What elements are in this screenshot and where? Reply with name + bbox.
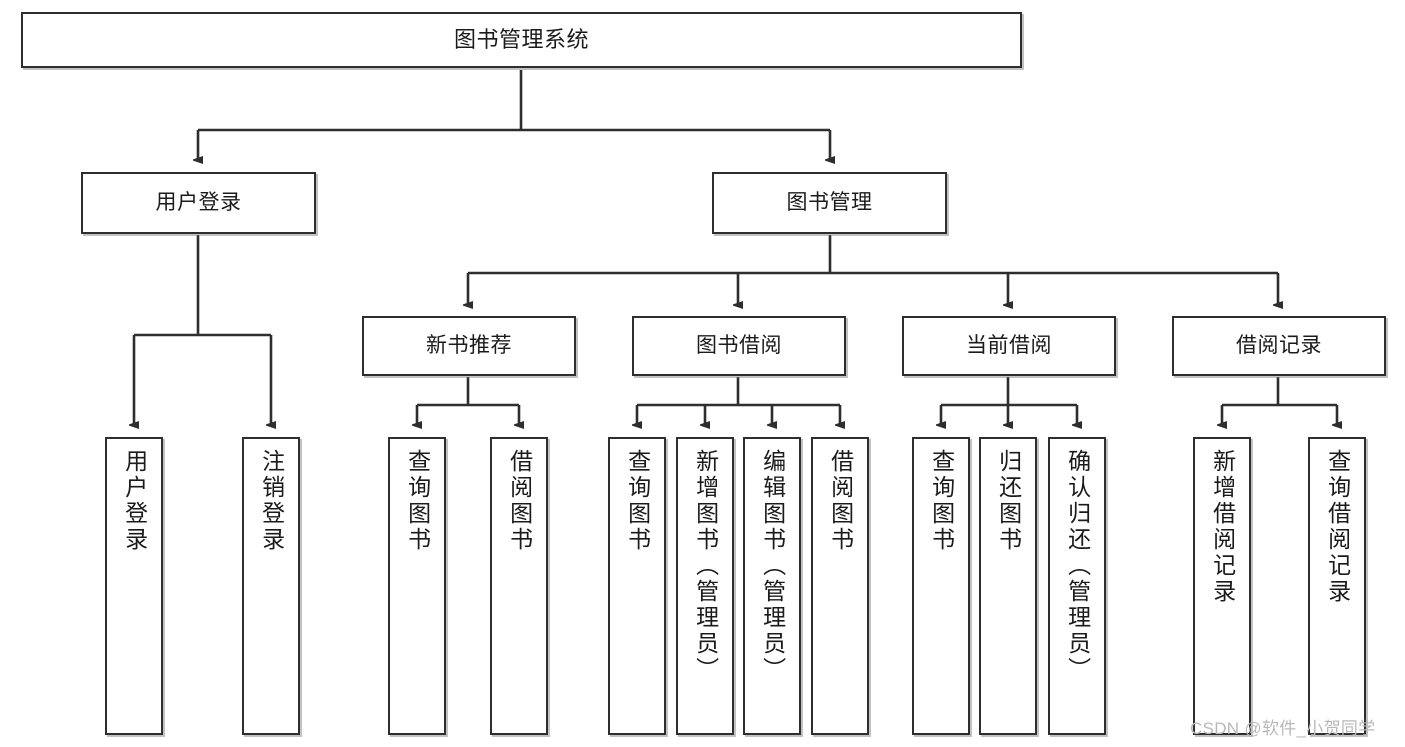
node-leaf-confirm-return[interactable]: 确认归还（管理员） [1048,437,1106,735]
edge-group-book-borrow [637,377,840,425]
node-label: 查询图书 [928,449,955,553]
node-label: 查询借阅记录 [1324,449,1351,605]
node-current-borrow[interactable]: 当前借阅 [902,316,1116,376]
node-leaf-user-login[interactable]: 用户登录 [105,437,163,735]
node-label: 查询图书 [624,449,651,553]
edge-group-book-management [468,235,1278,305]
node-leaf-query-record[interactable]: 查询借阅记录 [1308,437,1366,735]
node-label: 新增图书（管理员） [692,449,719,683]
node-leaf-borrow-book-2[interactable]: 借阅图书 [811,437,869,735]
node-leaf-query-book-1[interactable]: 查询图书 [388,437,446,735]
edge-group-new-book-recommend [417,377,519,425]
node-label: 确认归还（管理员） [1064,449,1091,683]
node-book-management[interactable]: 图书管理 [712,172,947,234]
node-label: 图书管理系统 [453,27,589,53]
edge-group-root [198,70,830,160]
node-label: 用户登录 [155,190,242,214]
node-book-borrow[interactable]: 图书借阅 [632,316,846,376]
node-borrow-record[interactable]: 借阅记录 [1172,316,1386,376]
node-label: 当前借阅 [966,333,1052,357]
node-label: 新书推荐 [426,333,512,357]
node-label: 归还图书 [995,449,1022,553]
node-leaf-add-record[interactable]: 新增借阅记录 [1193,437,1251,735]
node-label: 用户登录 [121,449,148,553]
node-label: 编辑图书（管理员） [759,449,786,683]
node-label: 借阅图书 [827,449,854,553]
edge-group-borrow-record [1222,377,1337,425]
node-leaf-query-book-2[interactable]: 查询图书 [608,437,666,735]
node-leaf-add-book[interactable]: 新增图书（管理员） [676,437,734,735]
csdn-watermark: CSDN @软件_小贺同学 [1190,719,1376,738]
node-label: 新增借阅记录 [1209,449,1236,605]
node-leaf-query-book-3[interactable]: 查询图书 [912,437,970,735]
node-label: 图书管理 [786,190,873,214]
node-label: 注销登录 [258,449,285,553]
node-root-system[interactable]: 图书管理系统 [21,12,1022,68]
edge-group-user-login [134,235,271,425]
node-label: 图书借阅 [696,333,782,357]
edge-group-current-borrow [941,377,1077,425]
node-label: 借阅记录 [1236,333,1322,357]
node-label: 借阅图书 [506,449,533,553]
node-leaf-logout-login[interactable]: 注销登录 [242,437,300,735]
node-new-book-recommend[interactable]: 新书推荐 [362,316,576,376]
node-leaf-borrow-book-1[interactable]: 借阅图书 [490,437,548,735]
node-label: 查询图书 [404,449,431,553]
node-leaf-return-book[interactable]: 归还图书 [979,437,1037,735]
node-leaf-edit-book[interactable]: 编辑图书（管理员） [743,437,801,735]
node-user-login[interactable]: 用户登录 [81,172,316,234]
